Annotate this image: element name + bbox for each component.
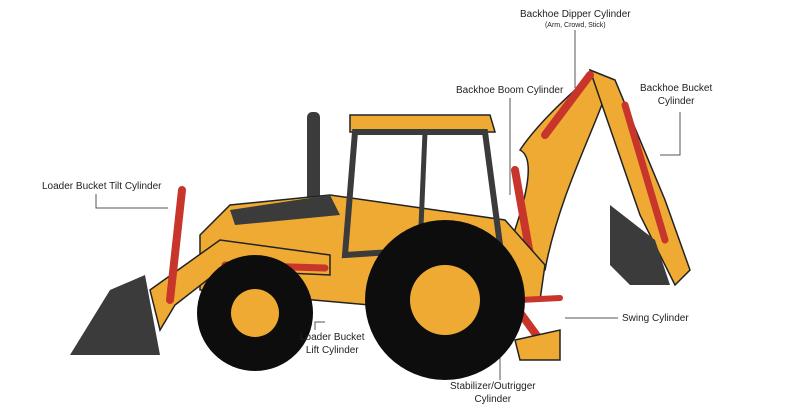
- label-subtitle: (Arm, Crowd, Stick): [544, 22, 606, 29]
- backhoe-bucket: [610, 205, 670, 285]
- label-line: Lift Cylinder: [305, 345, 359, 356]
- swing-cylinder: [517, 295, 563, 303]
- bucket-cylinder: [621, 101, 669, 244]
- label-stabilizer-cylinder: Stabilizer/Outrigger Cylinder: [450, 380, 536, 406]
- label-line: Cylinder: [474, 394, 512, 405]
- boom-cylinder: [511, 166, 534, 259]
- label-swing-cylinder: Swing Cylinder: [622, 313, 689, 324]
- label-line: Cylinder: [657, 96, 695, 107]
- label-line: Stabilizer/Outrigger: [450, 381, 536, 392]
- label-bucket-cylinder: Backhoe Bucket Cylinder: [640, 82, 712, 108]
- tilt-cylinder: [166, 186, 186, 304]
- hood: [230, 195, 340, 225]
- label-line: Backhoe Bucket: [640, 83, 713, 94]
- label-tilt-cylinder: Loader Bucket Tilt Cylinder: [42, 181, 162, 192]
- dipper-cylinder: [541, 71, 594, 139]
- stabilizer-pad: [514, 329, 561, 361]
- label-dipper-cylinder: Backhoe Dipper Cylinder (Arm, Crowd, Sti…: [520, 8, 631, 30]
- loader-arm: [149, 239, 331, 332]
- loader-bucket: [70, 275, 160, 355]
- cab-roof: [349, 114, 497, 133]
- label-line: Loader Bucket: [300, 332, 365, 343]
- label-lift-cylinder: Loader Bucket Lift Cylinder: [300, 331, 365, 357]
- label-title: Backhoe Dipper Cylinder: [520, 9, 631, 20]
- exhaust-stack: [307, 112, 320, 207]
- label-boom-cylinder: Backhoe Boom Cylinder: [456, 85, 564, 96]
